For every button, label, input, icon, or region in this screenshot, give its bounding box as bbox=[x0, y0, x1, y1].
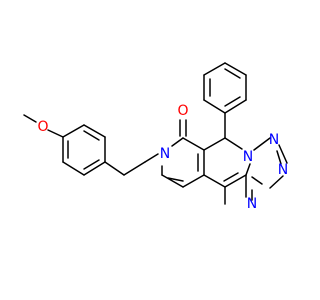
ring-bond bbox=[203, 174, 226, 188]
triazole-bond bbox=[269, 175, 284, 189]
phenyl-ring-bond bbox=[62, 124, 85, 138]
phenyl-inner-double-bond bbox=[83, 159, 100, 170]
ring-bond bbox=[224, 174, 247, 188]
triazole-nitrogen-bottom-label: N bbox=[278, 162, 288, 178]
phenyl-ring-bond bbox=[224, 62, 247, 76]
ethyl-nitrogen-bond bbox=[144, 153, 159, 163]
benzyl-bond bbox=[104, 161, 125, 176]
carbonyl-oxygen-label: O bbox=[177, 103, 188, 119]
ethyl-bond bbox=[123, 161, 146, 176]
ring-bond bbox=[161, 174, 184, 188]
phenyl-ring-bond bbox=[203, 99, 226, 114]
phenyl-inner-double-bond bbox=[224, 68, 241, 79]
top-phenyl-ring bbox=[203, 62, 247, 139]
bridgehead-nitrogen-label: N bbox=[243, 149, 253, 165]
triazole-bond bbox=[278, 144, 288, 164]
phenyl-ring-bond bbox=[62, 161, 85, 176]
ring-bond bbox=[182, 174, 205, 188]
phenyl-inner-double-bond bbox=[224, 96, 241, 107]
ring-bond bbox=[245, 163, 251, 176]
triazole-inner-double-bond bbox=[276, 150, 282, 165]
atom-labels: O O N N N N N bbox=[37, 103, 288, 212]
phenyl-ring-bond bbox=[224, 99, 247, 114]
chemical-structure-diagram: O O N N N N N bbox=[23, 62, 288, 212]
phenyl-ring-bond bbox=[83, 124, 106, 138]
ethyl-linker bbox=[104, 153, 159, 176]
ring-bond bbox=[182, 137, 205, 151]
methyl-oxygen-bond bbox=[23, 114, 37, 123]
oxygen-ring-bond bbox=[47, 129, 64, 138]
triazole-nitrogen-top-label: N bbox=[269, 132, 279, 148]
phenyl-inner-double-bond bbox=[83, 130, 100, 141]
ring-bond bbox=[224, 137, 243, 150]
triazole-bond bbox=[251, 176, 263, 185]
phenyl-ring-bond bbox=[83, 161, 106, 176]
phenyl-ring-bond bbox=[203, 62, 226, 76]
inner-double-bond bbox=[223, 172, 239, 182]
triazole-bond bbox=[253, 137, 271, 151]
inner-double-bond bbox=[167, 177, 184, 182]
methoxyphenyl-fragment bbox=[23, 114, 106, 176]
amide-nitrogen-label: N bbox=[160, 146, 170, 162]
phenyl-attachment-bond bbox=[203, 137, 226, 151]
nitrogen-carbonyl-bond bbox=[171, 137, 184, 147]
pyrimidine-nitrogen-label: N bbox=[247, 196, 257, 212]
pyridinone-ring bbox=[161, 119, 205, 188]
methoxy-oxygen-label: O bbox=[37, 119, 48, 135]
pyrimidine-triazole-core bbox=[203, 137, 288, 205]
